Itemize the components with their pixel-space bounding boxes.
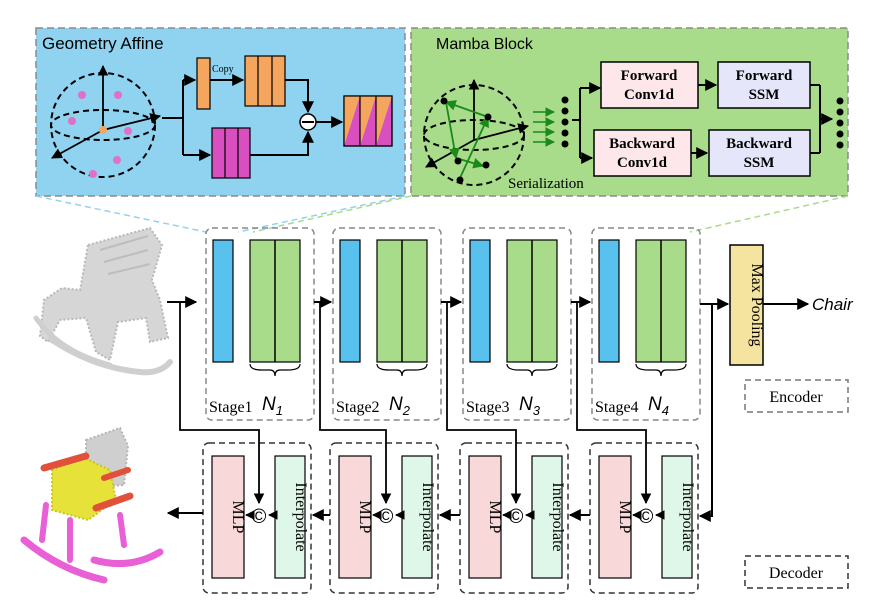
- mlp-label: MLP: [616, 501, 633, 534]
- encoder-legend: Encoder: [769, 389, 823, 406]
- interpolate-label: Interpolate: [679, 482, 696, 551]
- skip-connection-3: [446, 301, 522, 505]
- geometry-affine-panel: Geometry Affine Copy: [35, 27, 406, 197]
- serialization-label: Serialization: [508, 176, 584, 192]
- orange-repeat-block: [244, 55, 286, 107]
- svg-text:SSM: SSM: [749, 87, 780, 103]
- segmented-chair-point-cloud: [20, 426, 164, 584]
- mamba-block-stack: [635, 239, 687, 363]
- input-chair-point-cloud: [33, 226, 173, 376]
- interpolate-block: Interpolate: [531, 455, 566, 579]
- copy-label: Copy: [212, 64, 234, 75]
- svg-text:Backward: Backward: [609, 136, 675, 152]
- decoder-stage-2: MLP Interpolate ©: [329, 442, 439, 594]
- max-pooling-label: Max Pooling: [748, 263, 765, 346]
- geometry-affine-block: [469, 239, 491, 363]
- skip-connection-2: [319, 301, 392, 505]
- svg-text:Conv1d: Conv1d: [617, 155, 668, 171]
- backward-ssm-block: Backward SSM: [708, 129, 811, 177]
- mlp-label: MLP: [229, 501, 246, 534]
- mlp-block: MLP: [211, 455, 246, 579]
- decoder-legend: Decoder: [769, 565, 824, 582]
- affine-sphere-diagram: [50, 64, 162, 178]
- svg-text:Conv1d: Conv1d: [624, 87, 675, 103]
- serialized-sequence-dots: [561, 96, 569, 148]
- backward-conv1d-block: Backward Conv1d: [593, 129, 692, 177]
- stage-depth-label: N3: [519, 394, 541, 418]
- stage-depth-label: N2: [389, 394, 411, 418]
- geometry-affine-block: [598, 239, 620, 363]
- mlp-block: MLP: [598, 455, 633, 579]
- skip-connection-4: [576, 301, 652, 505]
- max-pooling-block: Max Pooling: [729, 244, 765, 366]
- concat-icon: ©: [379, 506, 394, 528]
- affine-output-block: [343, 95, 393, 147]
- decoder-stage-3: MLP Interpolate ©: [459, 442, 569, 594]
- bottleneck-connection: [698, 304, 713, 522]
- mamba-block-stack: [506, 239, 558, 363]
- interpolate-block: Interpolate: [401, 455, 436, 579]
- stage-label: Stage3: [466, 399, 510, 416]
- stage-depth-label: N4: [648, 394, 669, 418]
- geometry-affine-block: [212, 239, 234, 363]
- svg-text:Backward: Backward: [726, 136, 792, 152]
- class-output-label: Chair: [812, 295, 854, 314]
- mamba-block-title: Mamba Block: [436, 36, 534, 53]
- decoder-stage-4: MLP Interpolate ©: [589, 442, 699, 594]
- orange-center-block: [196, 57, 211, 110]
- forward-conv1d-block: Forward Conv1d: [600, 61, 699, 109]
- encoder-stage-4: Stage4 N4: [591, 227, 701, 421]
- skip-connection-1: [179, 301, 265, 505]
- encoder-stage-1: Stage1 N1: [205, 227, 315, 421]
- encoder-stage-3: Stage3 N3: [462, 227, 572, 421]
- svg-text:Forward: Forward: [621, 68, 678, 84]
- stage-label: Stage2: [336, 399, 380, 416]
- mlp-label: MLP: [356, 501, 373, 534]
- interpolate-block: Interpolate: [274, 455, 309, 579]
- concat-icon: ©: [509, 506, 524, 528]
- interpolate-block: Interpolate: [661, 455, 696, 579]
- stage-label: Stage1: [209, 399, 253, 416]
- forward-ssm-block: Forward SSM: [717, 61, 811, 109]
- geometry-affine-block: [339, 239, 361, 363]
- mamba-block-panel: Mamba Block Se: [410, 27, 849, 197]
- concat-icon: ©: [639, 506, 654, 528]
- mlp-label: MLP: [486, 501, 503, 534]
- mamba-block-stack: [249, 239, 301, 363]
- mamba-output-dots: [836, 97, 844, 149]
- stage-label: Stage4: [595, 399, 639, 416]
- interpolate-label: Interpolate: [419, 482, 436, 551]
- encoder-stage-2: Stage2 N2: [332, 227, 442, 421]
- magenta-feature-block: [211, 127, 251, 179]
- interpolate-label: Interpolate: [292, 482, 309, 551]
- mlp-block: MLP: [468, 455, 503, 579]
- interpolate-label: Interpolate: [549, 482, 566, 551]
- mamba-block-stack: [376, 239, 428, 363]
- geometry-affine-title: Geometry Affine: [42, 34, 164, 53]
- concat-icon: ©: [252, 506, 267, 528]
- mamba-sphere-diagram: [423, 78, 530, 186]
- svg-text:SSM: SSM: [744, 155, 775, 171]
- stage-depth-label: N1: [262, 394, 283, 418]
- decoder-stage-1: MLP Interpolate ©: [202, 442, 312, 594]
- mlp-block: MLP: [338, 455, 373, 579]
- svg-text:Forward: Forward: [736, 68, 793, 84]
